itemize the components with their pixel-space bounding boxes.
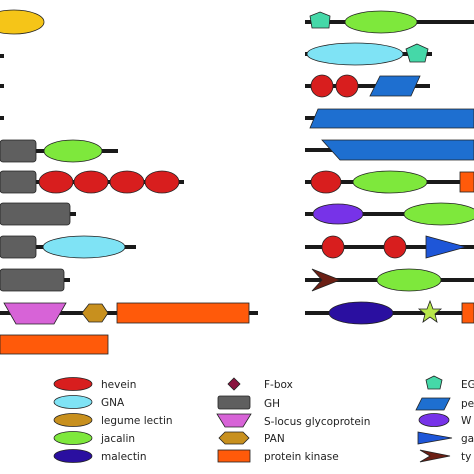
legend-column-3: EG pe W ga ty: [415, 375, 474, 463]
architecture-row-left-1: [0, 9, 45, 35]
legend-swatch-gh: [217, 395, 251, 410]
pe-domain-parallelogram: [309, 108, 474, 129]
legend-label-hevein: hevein: [101, 379, 136, 391]
hevein-domain-ellipse: [144, 170, 180, 194]
legend-label-malectin: malectin: [101, 451, 147, 463]
hevein-domain-ellipse: [383, 235, 407, 259]
legend-label-pan: PAN: [264, 433, 285, 445]
hevein-domain-ellipse: [310, 74, 334, 98]
legend-label-eg: EG: [461, 379, 474, 391]
protein-kinase-domain-rect: [461, 302, 474, 324]
legend-label-s-locus: S-locus glycoprotein: [264, 416, 370, 428]
hevein-domain-ellipse: [321, 235, 345, 259]
legend-label-protein-kinase: protein kinase: [264, 451, 339, 463]
legend-swatch-jacalin: [53, 431, 93, 445]
jacalin-domain-ellipse: [403, 202, 474, 226]
gh-domain-rect: [0, 139, 37, 163]
legend-swatch-ty: [419, 449, 451, 463]
jacalin-domain-ellipse: [344, 10, 418, 34]
hevein-domain-ellipse: [109, 170, 145, 194]
legend-label-gh: GH: [264, 398, 280, 410]
architecture-row-right-1: [305, 10, 474, 34]
gh-domain-rect: [0, 268, 65, 292]
legend-label-jacalin: jacalin: [100, 433, 135, 445]
architecture-row-right-7: [305, 202, 474, 226]
malectin-domain-ellipse: [328, 301, 394, 325]
legend-swatch-w: [418, 413, 450, 427]
architecture-row-left-9: [0, 268, 70, 292]
protein-kinase-domain-rect: [116, 302, 250, 324]
jacalin-domain-ellipse: [43, 139, 103, 163]
architecture-row-right-10: [305, 299, 474, 325]
legend-label-legume-lectin: legume lectin: [101, 415, 173, 427]
legend-swatch-pan: [218, 431, 250, 445]
yellow-domain-shape: [0, 9, 45, 35]
architecture-row-right-2: [305, 42, 432, 66]
legend: hevein GNA legume lectin jacalin malecti…: [53, 375, 474, 463]
legend-label-pe: pe: [461, 398, 474, 410]
architecture-row-left-11: [0, 334, 109, 355]
legend-swatch-legume-lectin: [53, 413, 93, 427]
hevein-domain-ellipse: [310, 170, 342, 194]
legend-label-ty: ty: [461, 451, 471, 463]
legend-swatch-s-locus: [216, 413, 252, 428]
legend-swatch-f-box: [227, 377, 241, 391]
protein-kinase-domain-rect: [0, 334, 109, 355]
architecture-row-left-8: [0, 235, 136, 259]
architecture-row-right-8: [305, 235, 474, 259]
legend-swatch-malectin: [53, 449, 93, 463]
w-domain-ellipse: [312, 203, 364, 225]
ga-domain-triangle: [425, 235, 468, 259]
architecture-row-right-6: [305, 170, 474, 194]
architecture-row-right-4: [305, 108, 474, 129]
architecture-row-right-3: [305, 74, 430, 98]
star-domain-shape: [417, 299, 443, 323]
eg-domain-pentagon: [405, 43, 429, 63]
architecture-row-left-5: [0, 139, 118, 163]
left-column: [0, 9, 258, 355]
legend-swatch-protein-kinase: [217, 449, 251, 463]
legend-column-1: hevein GNA legume lectin jacalin malecti…: [53, 377, 173, 463]
hevein-domain-ellipse: [73, 170, 109, 194]
architecture-row-right-9: [305, 268, 474, 292]
gna-domain-ellipse: [42, 235, 126, 259]
legend-swatch-pe: [415, 397, 451, 411]
legend-swatch-ga: [417, 431, 453, 445]
gh-domain-rect: [0, 202, 71, 226]
gna-domain-ellipse: [306, 42, 404, 66]
legend-column-2: F-box GH S-locus glycoprotein PAN protei…: [216, 377, 370, 463]
hevein-domain-ellipse: [38, 170, 74, 194]
legend-label-w: W: [461, 415, 472, 427]
pe-domain-parallelogram: [369, 75, 421, 97]
gh-domain-rect: [0, 170, 37, 194]
legend-swatch-hevein: [53, 377, 93, 391]
legend-label-f-box: F-box: [264, 379, 293, 391]
architecture-row-left-10: [0, 302, 258, 325]
s-locus-glycoprotein-trapezoid: [3, 302, 67, 325]
legend-label-ga: ga: [461, 433, 474, 445]
architecture-row-right-5: [305, 139, 474, 161]
protein-kinase-domain-rect: [459, 171, 474, 193]
legend-label-gna: GNA: [101, 397, 125, 409]
right-column: [305, 10, 474, 325]
ty-domain-arrowhead: [311, 268, 342, 292]
legend-swatch-eg: [425, 375, 443, 390]
legend-swatch-gna: [53, 395, 93, 409]
pe-domain-parallelogram: [321, 139, 474, 161]
architecture-row-left-6: [0, 170, 184, 194]
gh-domain-rect: [0, 235, 37, 259]
eg-domain-pentagon: [309, 11, 331, 29]
jacalin-domain-ellipse: [352, 170, 428, 194]
hevein-domain-ellipse: [335, 74, 359, 98]
jacalin-domain-ellipse: [376, 268, 442, 292]
architecture-row-left-7: [0, 202, 76, 226]
pan-domain-hexagon: [81, 303, 109, 323]
